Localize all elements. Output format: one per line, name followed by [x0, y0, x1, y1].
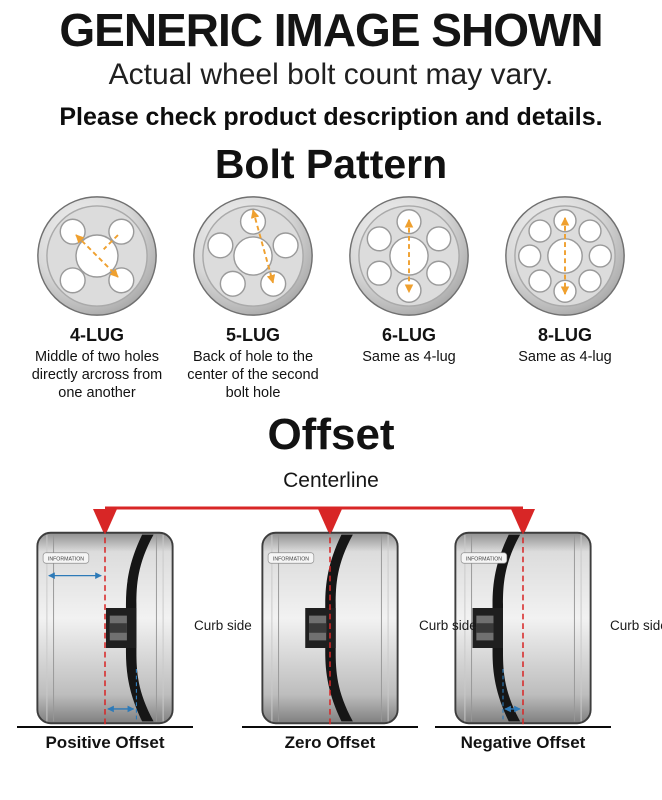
bolt-pattern-5lug: 5-LUG Back of hole to the center of the … [178, 194, 328, 402]
lug-4-wheel-icon [37, 196, 157, 317]
offset-label-positive: Positive Offset [17, 726, 193, 753]
offset-label-negative: Negative Offset [435, 726, 611, 753]
lug-description: Same as 4-lug [362, 349, 456, 366]
offset-label-zero: Zero Offset [242, 726, 418, 753]
wheel-cross-section-negative: INFORMATION [454, 528, 592, 729]
barrel-info-text: INFORMATION [466, 557, 502, 563]
wheel-spoke-section [492, 535, 521, 722]
wheel-cross-section-positive: INFORMATION [36, 528, 174, 729]
offset-title: Offset [267, 410, 395, 460]
centerline-marker-icon [511, 509, 535, 537]
page-title: GENERIC IMAGE SHOWN [59, 4, 603, 56]
lug-description: Back of hole to the center of the second… [187, 349, 319, 401]
offset-diagram: Centerline INFORMATION [0, 460, 662, 768]
lug-description: Same as 4-lug [518, 349, 612, 366]
lug-label: 8-LUG [538, 325, 592, 346]
wheel-spoke-section [125, 535, 154, 722]
lug-8-wheel-icon [505, 196, 625, 317]
curb-side-label: Curb side [194, 618, 252, 634]
bolt-pattern-4lug: 4-LUG Middle of two holes directly arcro… [22, 194, 172, 402]
wheel-spoke-section [325, 535, 353, 722]
wheel-cross-section-zero: INFORMATION [261, 528, 399, 729]
subtitle: Actual wheel bolt count may vary. [108, 58, 554, 92]
barrel-info-text: INFORMATION [273, 557, 309, 563]
curb-side-label: Curb side [419, 618, 477, 634]
barrel-info-text: INFORMATION [48, 557, 84, 563]
centerline-marker-icon [318, 509, 342, 537]
disclaimer-note: Please check product description and det… [59, 103, 603, 132]
bolt-pattern-6lug: 6-LUG Same as 4-lug [334, 194, 484, 402]
lug-description: Middle of two holes directly arcross fro… [31, 349, 163, 401]
barrel-info-box [460, 552, 508, 564]
barrel-info-box [42, 552, 90, 564]
barrel-info-box [267, 552, 315, 564]
lug-label: 4-LUG [70, 325, 124, 346]
lug-6-wheel-icon [349, 196, 469, 317]
centerline-marker-icon [93, 509, 117, 537]
lug-label: 6-LUG [382, 325, 436, 346]
centerline-connector [93, 506, 535, 537]
bolt-pattern-title: Bolt Pattern [214, 141, 448, 188]
bolt-pattern-8lug: 8-LUG Same as 4-lug [490, 194, 640, 402]
lug-label: 5-LUG [226, 325, 280, 346]
centerline-label: Centerline [283, 469, 379, 493]
curb-side-label: Curb side [610, 618, 662, 634]
bolt-pattern-row: 4-LUG Middle of two holes directly arcro… [0, 194, 662, 402]
lug-5-wheel-icon [193, 196, 313, 317]
